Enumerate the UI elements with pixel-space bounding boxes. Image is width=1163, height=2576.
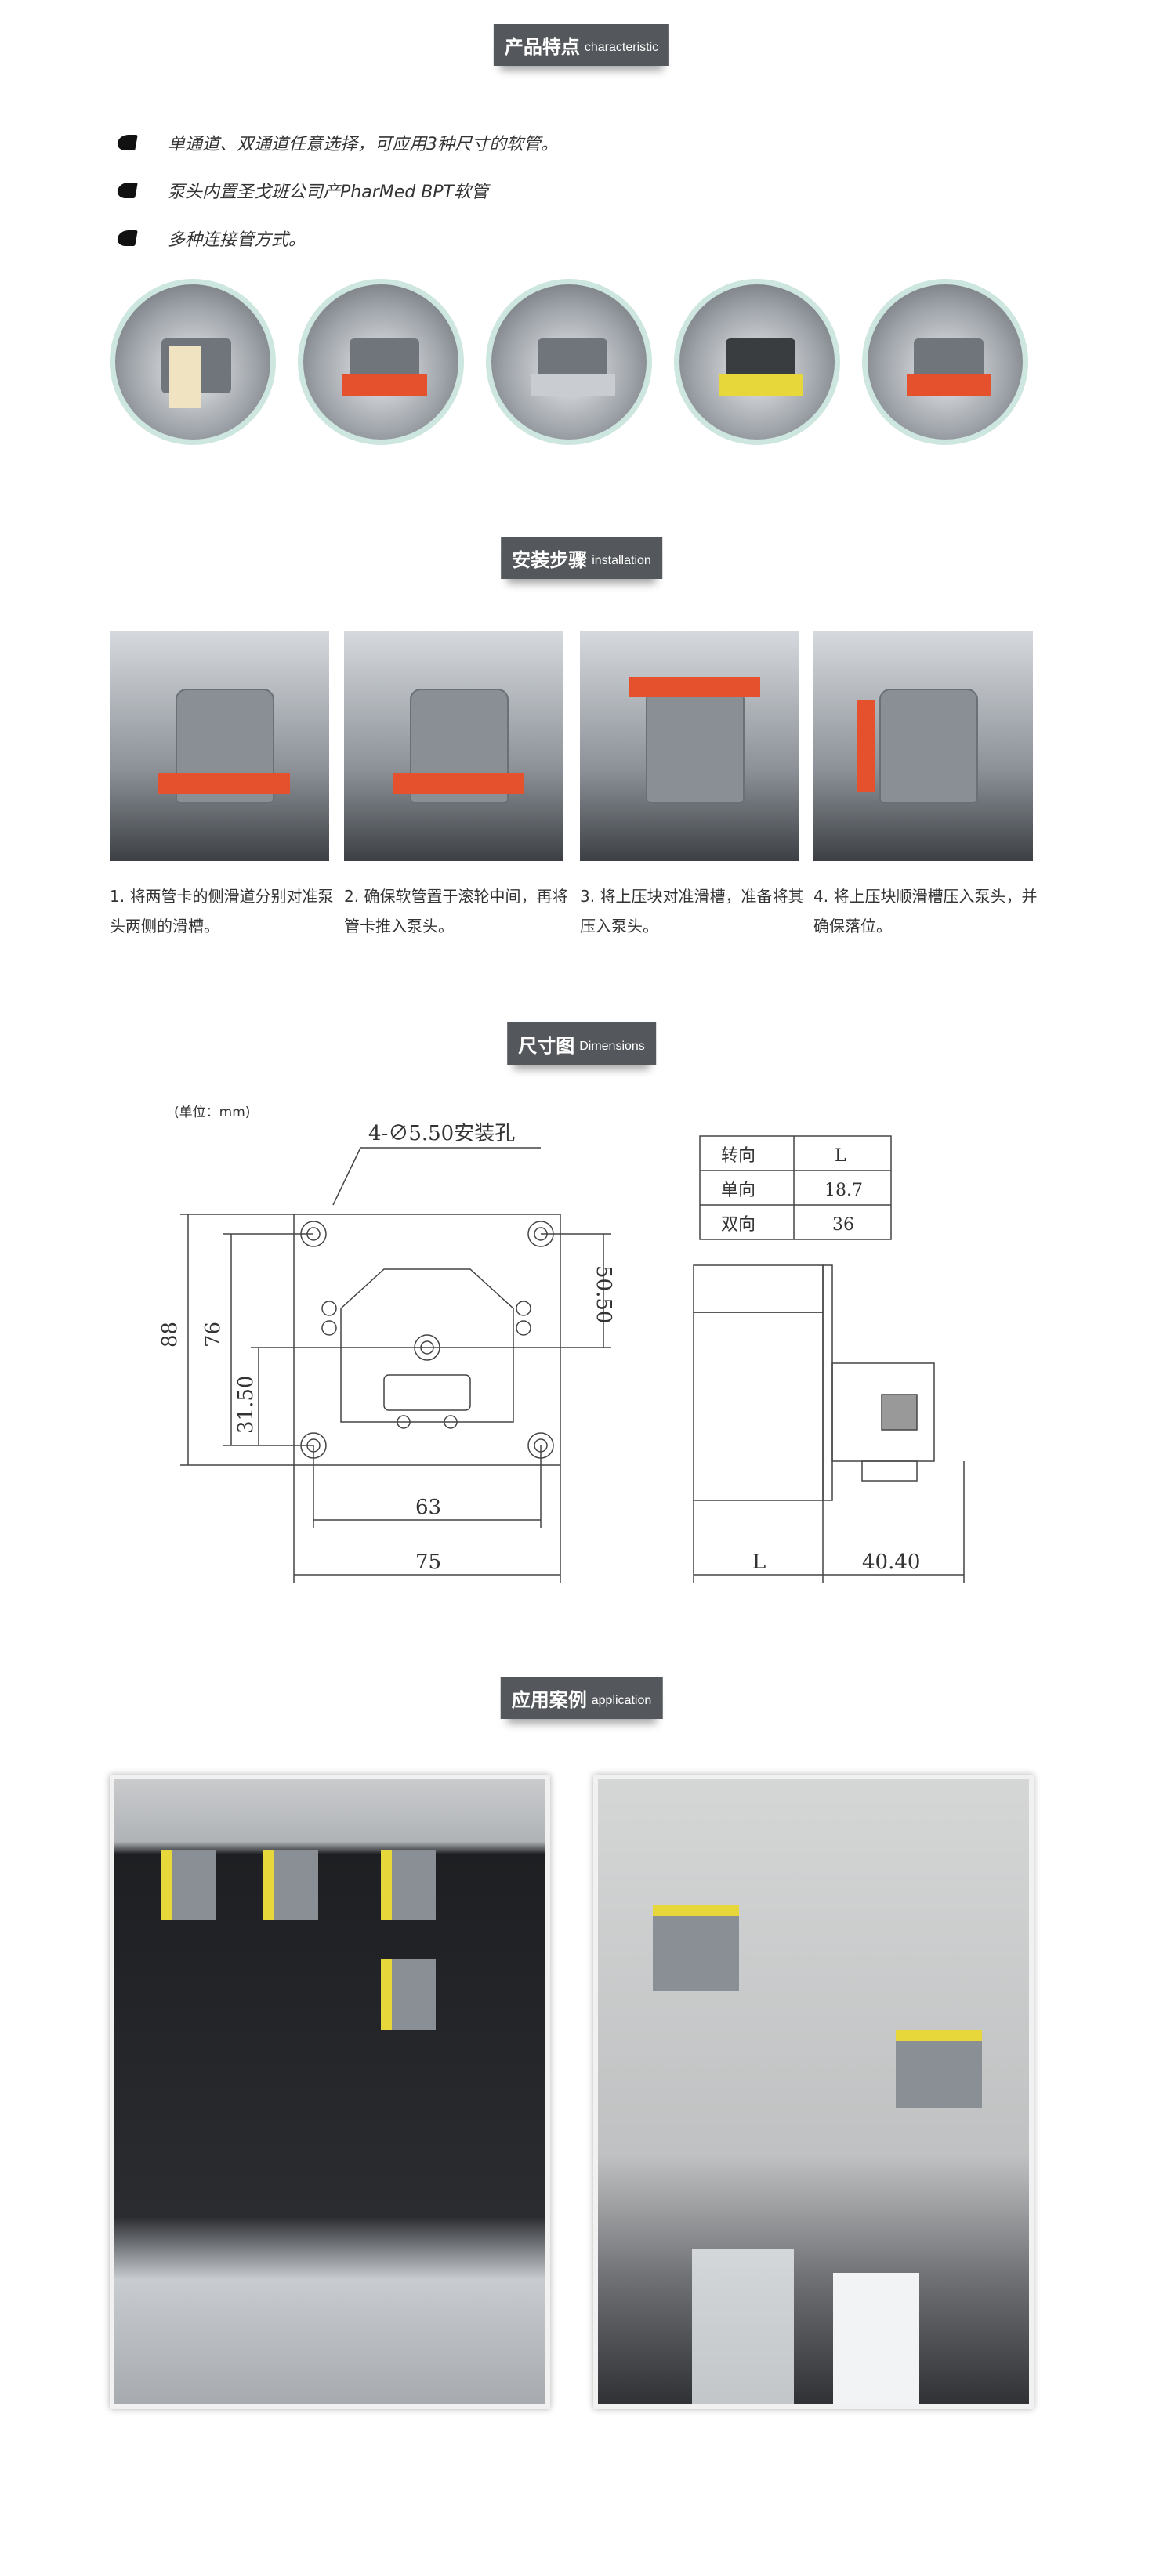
install-step-photo-4 (813, 631, 1033, 861)
step-caption: 3. 将上压块对准滑槽，准备将其压入泵头。 (580, 887, 804, 935)
connector-photo-5 (862, 279, 1028, 445)
banner-subtitle: application (591, 1694, 652, 1707)
banner-title: 应用案例 (511, 1688, 587, 1711)
banner-title: 产品特点 (504, 35, 580, 58)
step-caption: 2. 确保软管置于滚轮中间，再将管卡推入泵头。 (344, 887, 568, 935)
install-step-photo-1 (110, 631, 329, 861)
banner-subtitle: Dimensions (579, 1040, 645, 1053)
dim-76: 76 (201, 1322, 225, 1348)
unit-label: (单位：mm) (174, 1105, 251, 1120)
dim-31-50: 31.50 (234, 1376, 258, 1434)
dim-L: L (752, 1550, 766, 1574)
table-cell: 18.7 (824, 1181, 863, 1200)
step-caption: 4. 将上压块顺滑槽压入泵头，并确保落位。 (813, 887, 1038, 935)
section-banner-install: 安装步骤 installation (501, 537, 662, 579)
dimension-drawing: 4-∅5.50安装孔 88 76 31.50 50.50 63 75 L 40.… (158, 1122, 965, 1583)
dim-75: 75 (415, 1550, 441, 1574)
connector-photo-1 (110, 279, 276, 445)
banner-title: 尺寸图 (518, 1034, 575, 1057)
feature-text: 单通道、双通道任意选择，可应用3种尺寸的软管。 (168, 135, 558, 154)
banner-subtitle: characteristic (584, 41, 659, 54)
connector-photo-3 (486, 279, 652, 445)
connector-photo-4 (674, 279, 840, 445)
install-step-photo-3 (580, 631, 799, 861)
bullet-icon (116, 230, 138, 246)
dim-40-40: 40.40 (862, 1550, 920, 1574)
feature-text: 泵头内置圣戈班公司产PharMed BPT软管 (168, 183, 489, 202)
table-header: 转向 (721, 1146, 755, 1166)
install-step-photo-2 (344, 631, 563, 861)
hole-label: 4-∅5.50安装孔 (368, 1122, 515, 1145)
feature-item: 单通道、双通道任意选择，可应用3种尺寸的软管。 (116, 130, 558, 155)
table-header: L (835, 1146, 846, 1166)
dim-50-50: 50.50 (592, 1265, 615, 1323)
table-cell: 单向 (721, 1181, 755, 1200)
section-banner-features: 产品特点 characteristic (493, 24, 670, 66)
application-photo-1 (110, 1775, 550, 2409)
bullet-icon (116, 135, 138, 150)
connector-photo-2 (298, 279, 464, 445)
banner-title: 安装步骤 (512, 548, 588, 571)
feature-item: 泵头内置圣戈班公司产PharMed BPT软管 (116, 178, 489, 203)
bullet-icon (116, 183, 138, 198)
table-cell: 双向 (721, 1215, 755, 1235)
feature-item: 多种连接管方式。 (116, 226, 306, 251)
dim-63: 63 (415, 1496, 441, 1519)
section-banner-application: 应用案例 application (500, 1677, 663, 1719)
application-photo-2 (593, 1775, 1034, 2409)
feature-text: 多种连接管方式。 (168, 230, 306, 250)
section-banner-dimensions: 尺寸图 Dimensions (507, 1022, 656, 1065)
dim-88: 88 (158, 1322, 182, 1348)
banner-subtitle: installation (592, 554, 651, 567)
table-cell: 36 (832, 1215, 854, 1235)
step-caption: 1. 将两管卡的侧滑道分别对准泵头两侧的滑槽。 (110, 887, 334, 935)
